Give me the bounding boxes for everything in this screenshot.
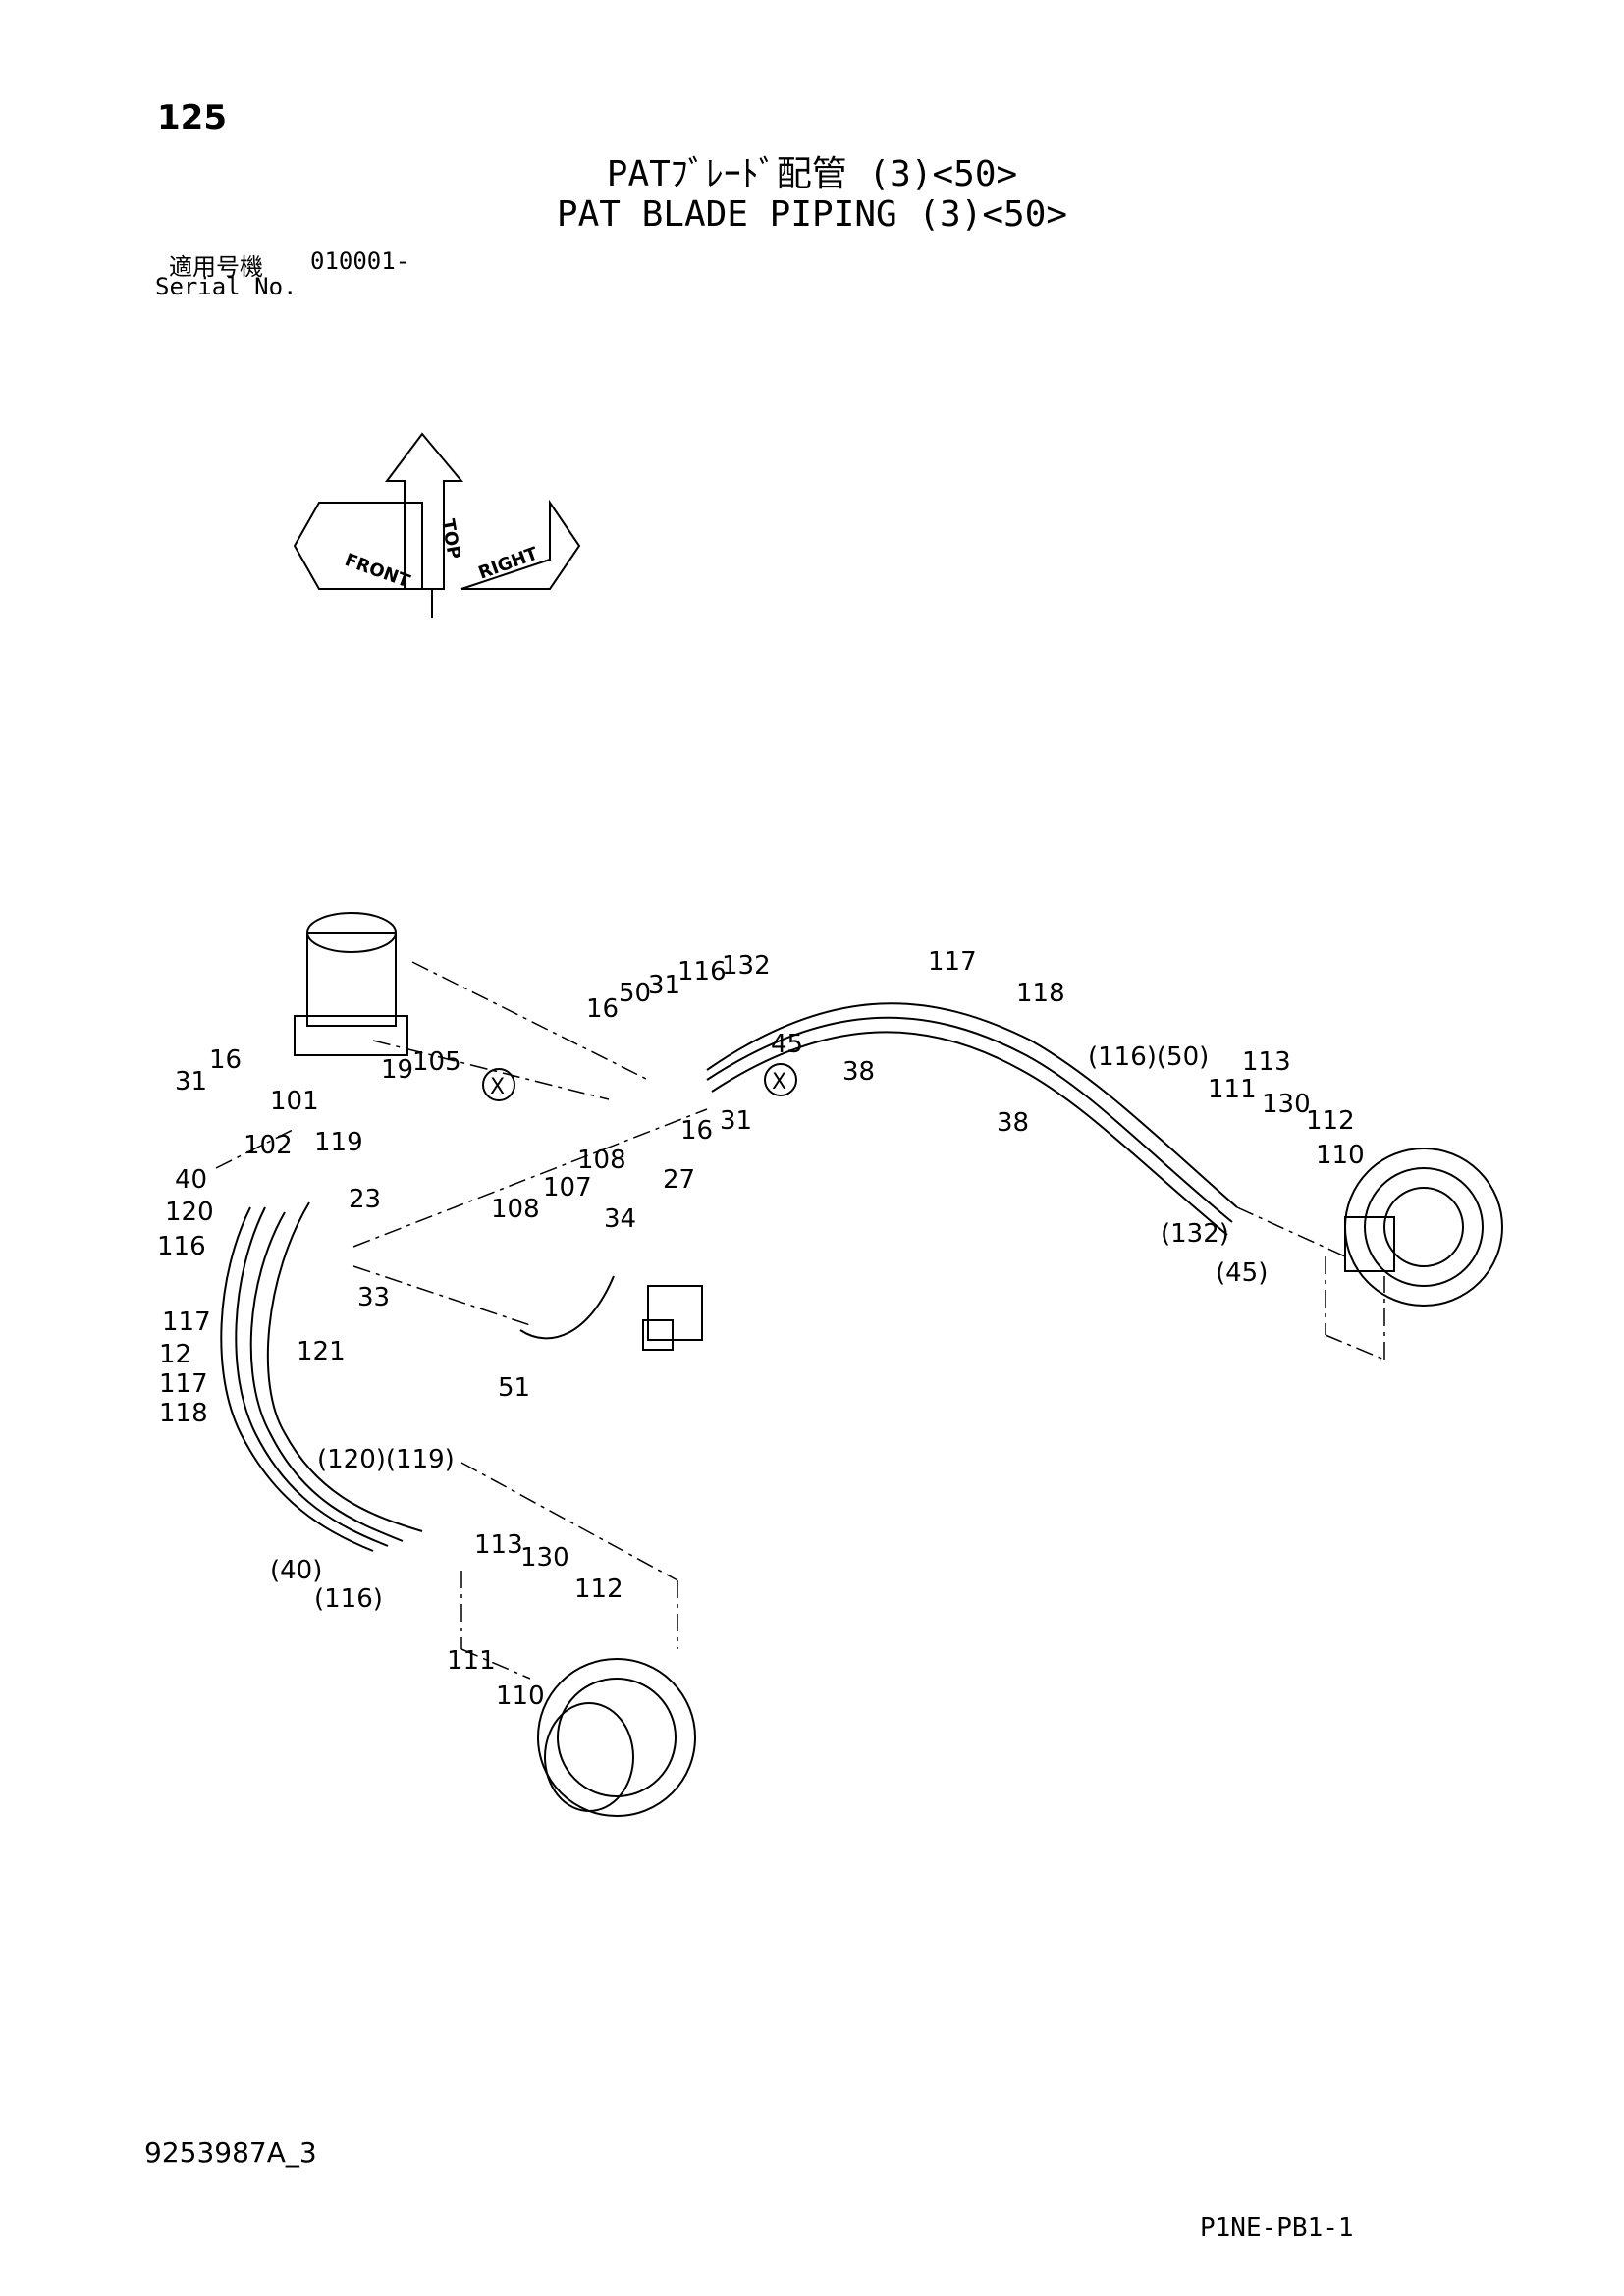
sheet-code: P1NE-PB1-1 — [1200, 2214, 1354, 2243]
callout-label: 110 — [496, 1682, 545, 1711]
callout-label: 118 — [159, 1399, 208, 1428]
serial-label-english: Serial No. — [155, 273, 298, 300]
orientation-front: FRONT — [342, 550, 413, 593]
callout-label: 34 — [604, 1204, 636, 1234]
x-marker-right — [764, 1063, 797, 1096]
callout-label: 16 — [680, 1116, 713, 1146]
callout-label: 102 — [244, 1131, 293, 1160]
left-sprocket — [537, 1658, 696, 1817]
callout-label: 116 — [677, 957, 727, 987]
callout-label: (120)(119) — [317, 1445, 455, 1474]
callout-label: 113 — [474, 1530, 523, 1560]
valve-bracket — [642, 1285, 703, 1351]
callout-label: 51 — [498, 1373, 530, 1403]
callout-label: 107 — [543, 1173, 592, 1202]
callout-label: (45) — [1216, 1258, 1268, 1288]
callout-label: 119 — [314, 1128, 363, 1157]
callout-label: 31 — [720, 1106, 752, 1136]
document-number: 9253987A_3 — [144, 2136, 317, 2168]
callout-label: 16 — [586, 994, 619, 1024]
callout-label: 45 — [771, 1030, 803, 1059]
callout-x-left: X — [490, 1075, 505, 1099]
callout-label: (40) — [270, 1556, 322, 1585]
page-number: 125 — [157, 98, 227, 137]
callout-label: 27 — [663, 1165, 695, 1195]
callout-label: (132) — [1161, 1219, 1229, 1249]
serial-label-japanese: 適用号機 — [169, 253, 263, 281]
callout-label: (116)(50) — [1088, 1042, 1209, 1072]
callout-label: 12 — [159, 1340, 191, 1369]
callout-label: 118 — [1016, 979, 1065, 1008]
orientation-indicator — [293, 432, 581, 618]
callout-label: 110 — [1316, 1141, 1365, 1170]
callout-label: 108 — [491, 1195, 540, 1224]
callout-label: 111 — [1208, 1075, 1257, 1104]
title-english: PAT BLADE PIPING (3)<50> — [556, 194, 1068, 235]
callout-label: 112 — [574, 1575, 623, 1604]
callout-label: 101 — [270, 1087, 319, 1116]
callout-label: 38 — [842, 1057, 875, 1087]
callout-label: 130 — [520, 1543, 569, 1573]
callout-label: 16 — [209, 1045, 242, 1075]
orientation-right: RIGHT — [476, 543, 542, 583]
callout-label: 105 — [412, 1047, 461, 1077]
callout-label: 117 — [162, 1308, 211, 1337]
callout-label: 19 — [381, 1055, 413, 1085]
title-japanese: PATﾌﾞﾚｰﾄﾞ配管 (3)<50> — [606, 154, 1018, 194]
right-sprocket — [1344, 1148, 1503, 1307]
callout-label: 111 — [447, 1646, 496, 1676]
callout-label: 31 — [175, 1067, 207, 1096]
callout-label: 23 — [349, 1185, 381, 1214]
callout-label: 121 — [297, 1337, 346, 1366]
callout-label: 108 — [577, 1146, 626, 1175]
callout-label: 113 — [1242, 1047, 1291, 1077]
callout-label: 112 — [1306, 1106, 1355, 1136]
callout-label: 117 — [159, 1369, 208, 1399]
callout-label: 117 — [928, 947, 977, 977]
callout-label: 130 — [1262, 1090, 1311, 1119]
swing-motor — [294, 912, 408, 1056]
orientation-top: TOP — [437, 517, 464, 561]
callout-label: 50 — [619, 979, 651, 1008]
callout-label: 132 — [722, 951, 771, 981]
callout-label: 40 — [175, 1165, 207, 1195]
callout-label: 116 — [157, 1232, 206, 1261]
serial-value: 010001- — [310, 247, 410, 275]
callout-label: 31 — [648, 971, 680, 1000]
callout-x-right: X — [772, 1070, 786, 1095]
callout-label: 120 — [165, 1198, 214, 1227]
callout-label: 33 — [357, 1283, 390, 1312]
x-marker-left — [482, 1068, 515, 1101]
callout-label: (116) — [314, 1584, 383, 1614]
callout-label: 38 — [997, 1108, 1029, 1138]
